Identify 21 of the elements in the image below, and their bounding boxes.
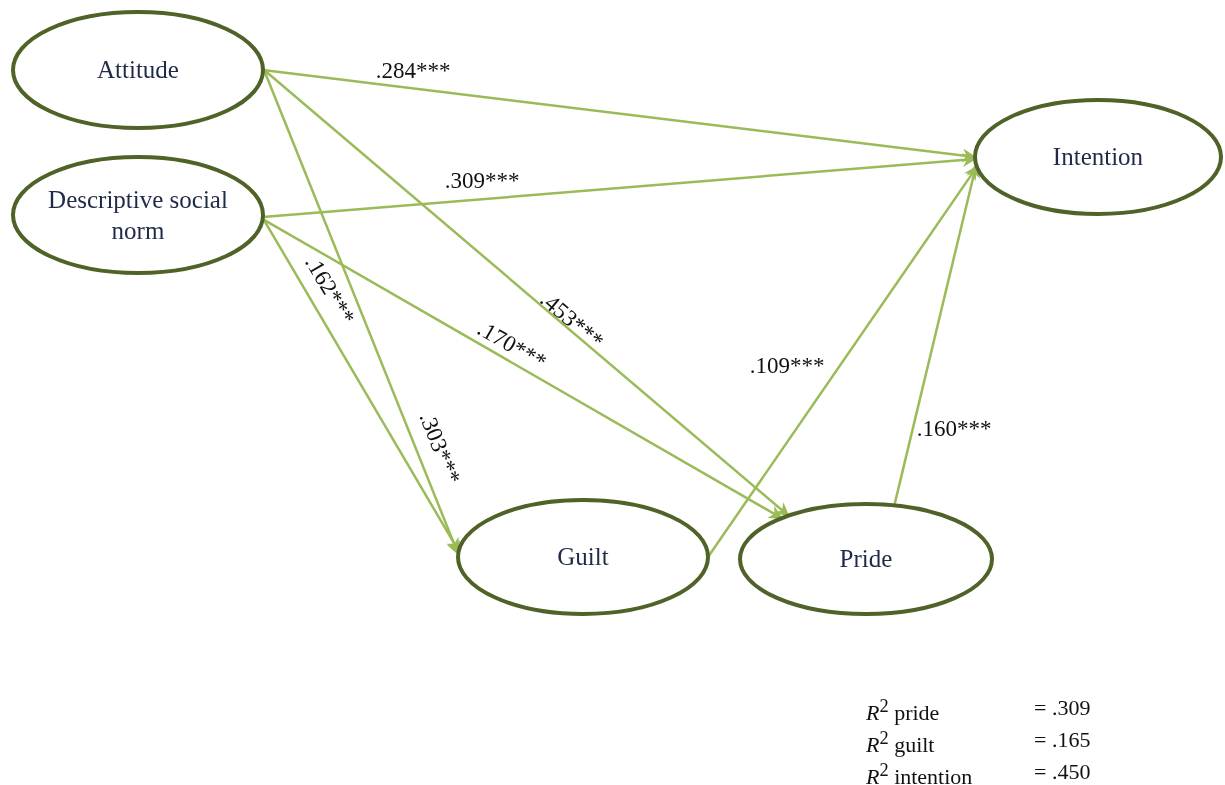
edge-label: .109*** bbox=[748, 352, 826, 378]
construct-ellipse bbox=[11, 155, 265, 275]
edge-label: .303*** bbox=[413, 407, 467, 490]
r-squared-text: R$^{2}$ intention bbox=[866, 761, 973, 785]
construct-ellipse bbox=[738, 502, 994, 616]
edge-label: .309*** bbox=[443, 167, 521, 193]
node-label: Intention bbox=[1051, 142, 1145, 173]
construct-ellipse bbox=[11, 10, 265, 130]
node-label: Pride bbox=[838, 544, 894, 575]
r-squared-text: = .165 bbox=[1034, 729, 1091, 751]
node-label: Guilt bbox=[556, 542, 610, 573]
node-label: Attitude bbox=[96, 55, 180, 86]
node-label: Descriptive social norm bbox=[47, 184, 229, 246]
r-squared-text: = .450 bbox=[1034, 761, 1091, 783]
construct-ellipse bbox=[456, 498, 710, 616]
r-squared-text: R$^{2}$ guilt bbox=[866, 729, 935, 757]
edge-label: .160*** bbox=[915, 415, 993, 441]
r-squared-text: R$^{2}$ pride bbox=[866, 697, 940, 725]
construct-ellipse bbox=[973, 98, 1223, 216]
edge-label: .284*** bbox=[374, 57, 452, 83]
r-squared-text: = .309 bbox=[1034, 697, 1091, 719]
